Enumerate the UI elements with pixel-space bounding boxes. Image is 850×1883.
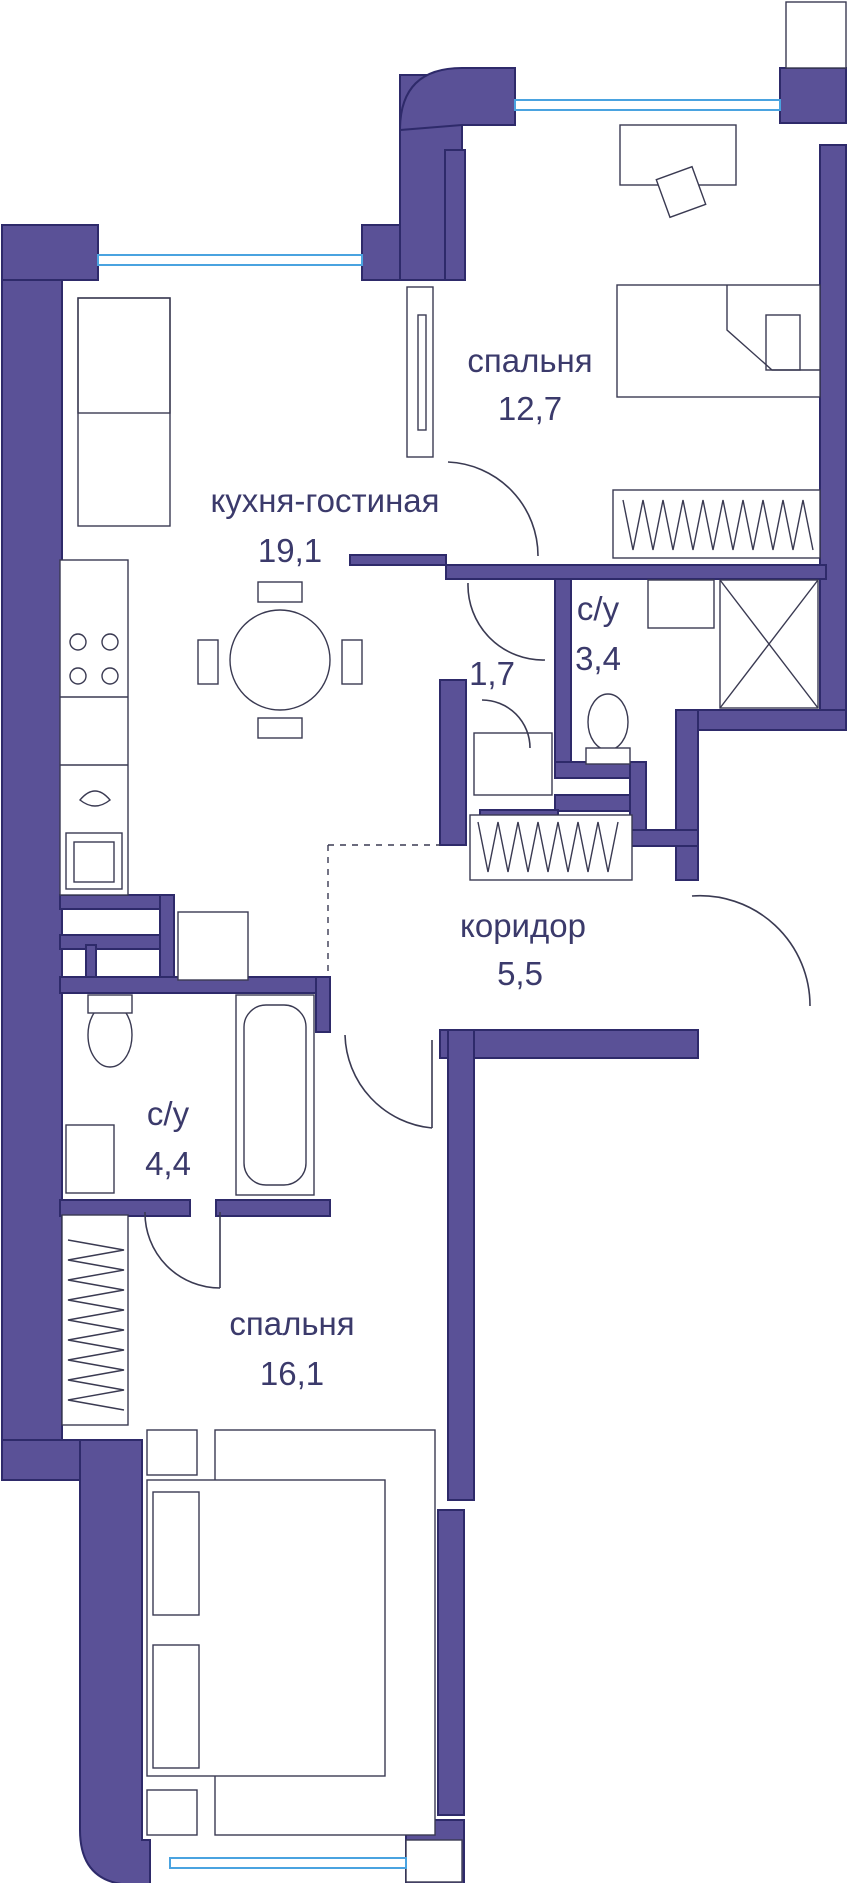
room-labels: кухня-гостиная 19,1 спальня 12,7 с/у 3,4… [145, 342, 621, 1392]
windows [97, 99, 781, 1869]
kitchen-living-furniture [59, 286, 434, 981]
bedroom-lower-furniture [61, 1214, 436, 1836]
room-area-bathroom-top: 3,4 [575, 640, 621, 677]
room-name-corridor: коридор [460, 907, 586, 944]
room-area-bedroom-lower: 16,1 [260, 1355, 324, 1392]
room-area-bathroom-lower: 4,4 [145, 1145, 191, 1182]
room-area-bedroom-top: 12,7 [498, 390, 562, 427]
room-name-bathroom-lower: с/у [147, 1095, 190, 1132]
bathroom-top-furniture [469, 579, 819, 881]
room-name-bathroom-top: с/у [577, 590, 620, 627]
doors [144, 461, 811, 1289]
bathroom-lower-furniture [65, 994, 315, 1196]
bedroom-top-furniture [612, 124, 821, 559]
room-name-bedroom-top: спальня [467, 342, 592, 379]
room-area-kitchen-living: 19,1 [258, 532, 322, 569]
room-name-bedroom-lower: спальня [229, 1305, 354, 1342]
room-area-corridor: 5,5 [497, 955, 543, 992]
room-name-kitchen-living: кухня-гостиная [210, 482, 439, 519]
room-area-storage: 1,7 [469, 655, 515, 692]
